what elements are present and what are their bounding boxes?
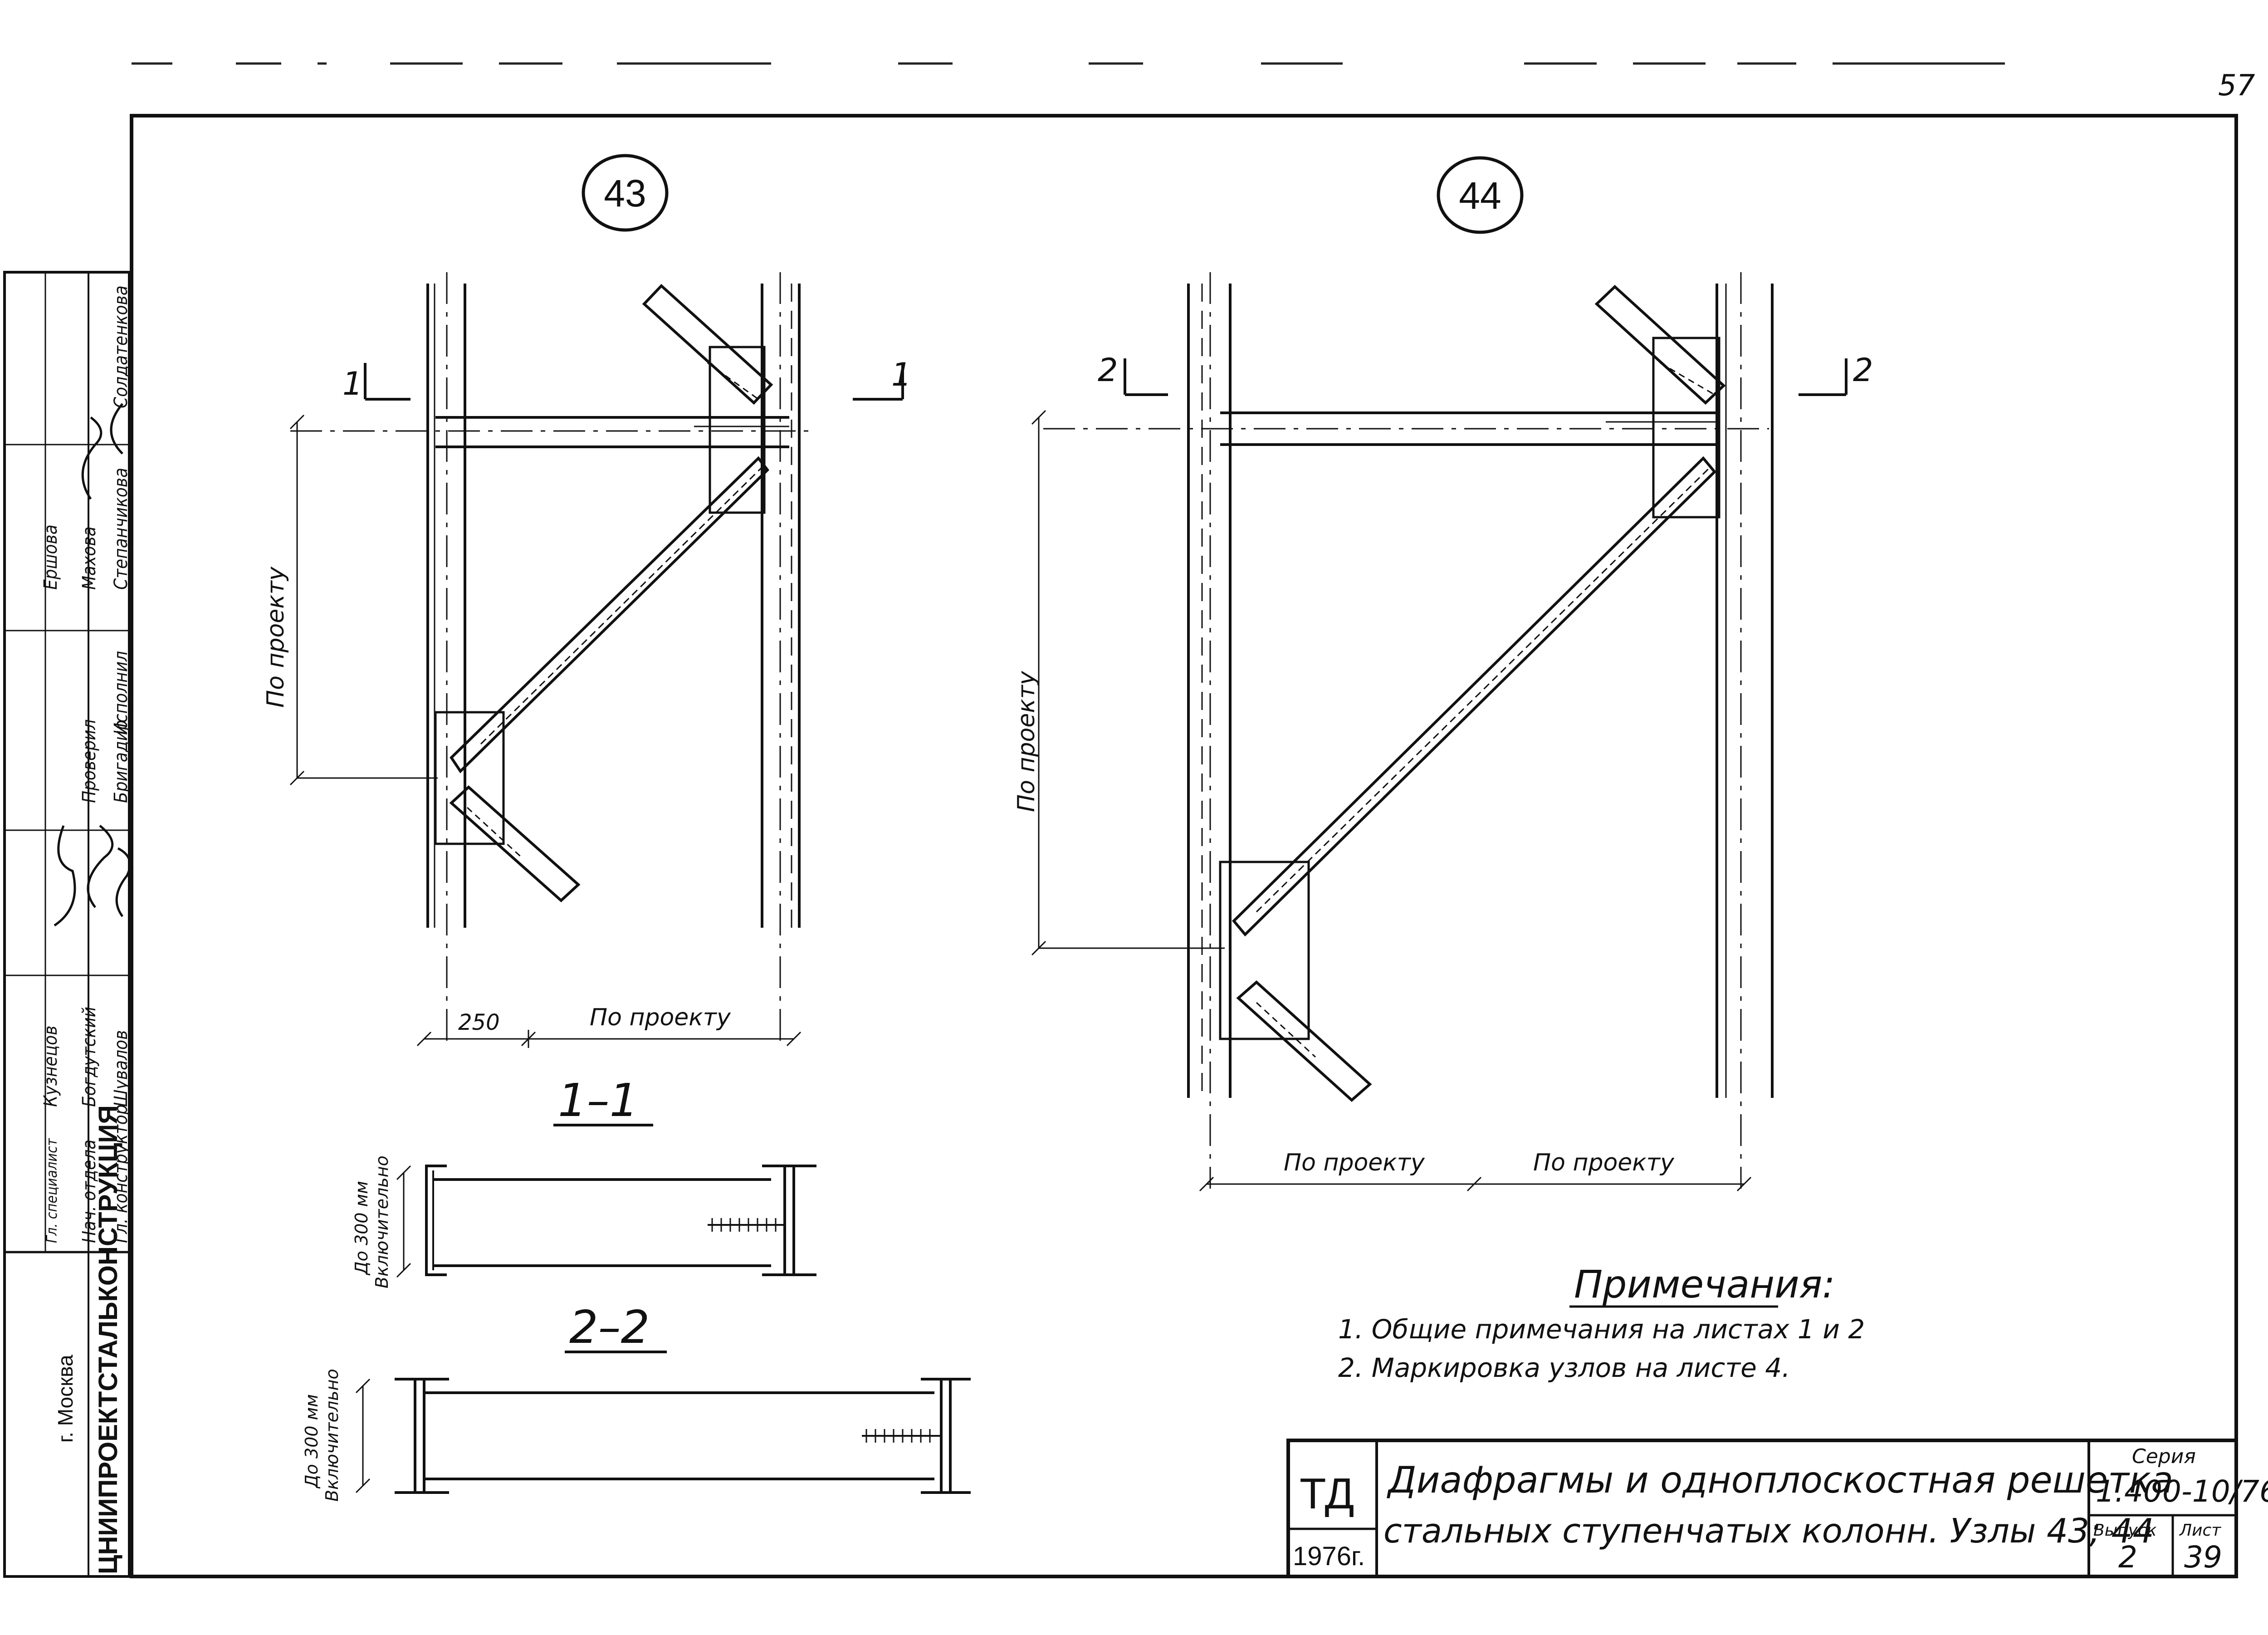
node-43-dim-250: 250 [458,1010,500,1035]
title-block [1286,1439,2238,1578]
notes-title: Примечания: [1574,1262,1835,1307]
node-44-drawing [1031,272,1848,1192]
title-block-line-1: Диафрагмы и одноплоскостная решетка [1387,1459,2173,1501]
node-44-cut-left: 2 [1098,352,1118,389]
side-name-1: Богдутский [79,1007,100,1107]
side-stamp [3,271,131,1578]
node-43-dim-po-proektu: По проекту [590,1004,731,1031]
page-number: 57 [2218,69,2255,103]
title-block-year: 1976г. [1293,1542,1365,1571]
node-44-label: 44 [1437,156,1524,234]
side-role-1: Нач. отдела [79,1140,100,1243]
node-43-label: 43 [582,154,669,232]
node-43-cut-left: 1 [342,365,363,402]
section-2-2-drawing [355,1378,971,1494]
title-block-series-label: Серия [2132,1445,2196,1468]
title-block-sheet-label: Лист [2179,1521,2221,1540]
node-44-dim-left: По проекту [1284,1149,1425,1176]
side-name-6: Солдатенкова [111,285,132,408]
side-role-0: Гл. конструктор [111,1104,132,1243]
section-1-1-dim-a: До 300 мм [352,1181,371,1276]
title-block-issue-label: Выпуск [2093,1521,2157,1540]
side-role-2: Гл. специалист [43,1138,60,1243]
title-block-issue-value: 2 [2118,1540,2137,1575]
side-role-6: Исполнил [111,651,132,735]
side-name-0: Шувалов [111,1030,132,1107]
sheet-frame [130,114,2238,1578]
side-name-4: Махова [79,526,100,590]
side-role-5: Проверил [79,719,100,803]
title-block-sheet-value: 39 [2184,1540,2222,1575]
side-role-4: Бригадир [111,720,132,803]
side-name-2: Кузнецов [40,1026,61,1107]
node-43-dim-vertical: По проекту [262,566,289,708]
svg-text:44: 44 [1459,174,1501,217]
signatures [54,403,132,927]
side-stamp-city: г. Москва [54,1355,77,1443]
node-43-cut-right: 1 [891,356,912,393]
section-1-1-drawing [396,1165,816,1278]
node-44-dim-vertical: По проекту [1013,671,1040,812]
section-2-2-title: 2–2 [569,1301,650,1354]
section-2-2-dim-b: Включительно [322,1369,342,1502]
title-block-line-2: стальных ступенчатых колонн. Узлы 43; 44 [1383,1512,2154,1551]
side-stamp-org: ЦНИИПРОЕКТСТАЛЬКОНСТРУКЦИЯ [93,1105,123,1574]
section-1-1-title: 1–1 [558,1074,638,1127]
svg-text:43: 43 [604,172,646,215]
title-block-series-value: 1.400-10/76 [2096,1474,2268,1509]
section-2-2-dim-a: До 300 мм [302,1394,322,1489]
side-name-3: Ершова [40,524,61,590]
node-44-cut-right: 2 [1853,352,1873,389]
title-block-td: ТД [1300,1469,1354,1518]
node-44-dim-right: По проекту [1533,1149,1675,1176]
notes-item-1: 1. Общие примечания на листах 1 и 2 [1338,1314,1865,1345]
side-name-5: Степанчикова [111,468,132,590]
notes-item-2: 2. Маркировка узлов на листе 4. [1338,1352,1790,1383]
node-43-drawing [289,272,904,1048]
section-1-1-dim-b: Включительно [372,1155,392,1288]
